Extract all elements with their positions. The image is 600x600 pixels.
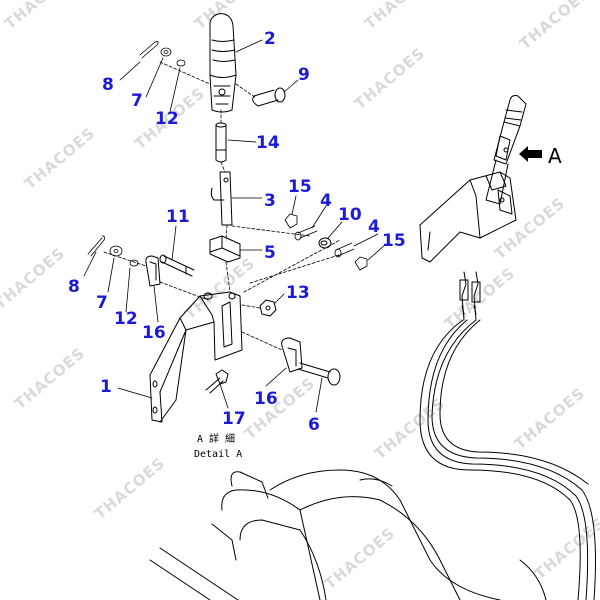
callout-7: 7 [96,293,108,313]
watermark-text: THACOES [351,44,429,113]
clip-16-right [281,337,303,373]
control-cables [419,271,596,600]
callout-4: 4 [320,191,332,211]
washer-12-top [176,59,186,67]
callout-14: 14 [256,133,280,153]
watermark-text: THACOES [361,0,439,33]
bolt-4-right [334,242,355,258]
spacer-10 [318,237,332,249]
callout-12: 12 [114,309,138,329]
bolt-4-left [294,225,318,241]
callout-1: 1 [100,377,112,397]
callout-4: 4 [368,217,380,237]
watermark-text: THACOES [0,244,69,313]
watermark-text: THACOES [511,384,589,453]
bolt-17 [205,369,229,394]
clip-16-left [145,255,161,287]
callout-16: 16 [254,389,278,409]
lever-pin [252,87,286,107]
pin-6 [297,362,341,386]
watermark-text: THACOES [191,0,269,33]
nut-13 [259,299,277,317]
callout-15: 15 [288,177,312,197]
callout-17: 17 [222,409,246,429]
washer-7-top [160,47,172,57]
lever-knob [209,13,237,113]
detail-label-japanese: A 詳 細 [197,432,235,445]
watermark-text: THACOES [491,194,569,263]
callout-15: 15 [382,231,406,251]
watermark-text: THACOES [531,514,600,583]
washer-12-left [129,259,139,267]
lever-assembly-overview [419,95,527,263]
nut-15-right [354,256,368,271]
watermark-text: THACOES [241,374,319,443]
detail-label-english: Detail A [194,449,242,460]
bolt-11 [159,254,195,277]
nut-15-left [284,213,298,229]
callout-10: 10 [338,205,362,225]
watermark-text: THACOES [516,0,594,53]
callout-5: 5 [264,243,276,263]
watermark-text: THACOES [181,254,259,323]
watermark-text: THACOES [371,394,449,463]
callout-3: 3 [264,191,276,211]
callout-9: 9 [298,65,310,85]
callout-8: 8 [102,75,114,95]
callout-7: 7 [131,91,143,111]
link-3 [210,171,233,226]
rod-14 [215,122,227,163]
callout-11: 11 [166,207,190,227]
bracket-5 [209,235,241,263]
callout-2: 2 [264,29,276,49]
cotter-pin-top [139,41,159,59]
assembly-guide-lines [103,61,343,351]
callout-8: 8 [68,277,80,297]
callout-12: 12 [155,109,179,129]
view-arrow [519,146,542,162]
view-label: A [548,144,562,168]
watermark-text: THACOES [21,124,99,193]
callout-leaders [83,39,387,413]
cotter-pin-left [87,235,106,257]
callout-13: 13 [286,283,310,303]
seat-outline [149,469,547,600]
watermark-text: THACOES [1,0,79,33]
watermark-text: THACOES [91,454,169,523]
watermark-text: THACOES [11,344,89,413]
watermark-text: THACOES [321,524,399,593]
callout-16: 16 [142,323,166,343]
callout-6: 6 [308,415,320,435]
